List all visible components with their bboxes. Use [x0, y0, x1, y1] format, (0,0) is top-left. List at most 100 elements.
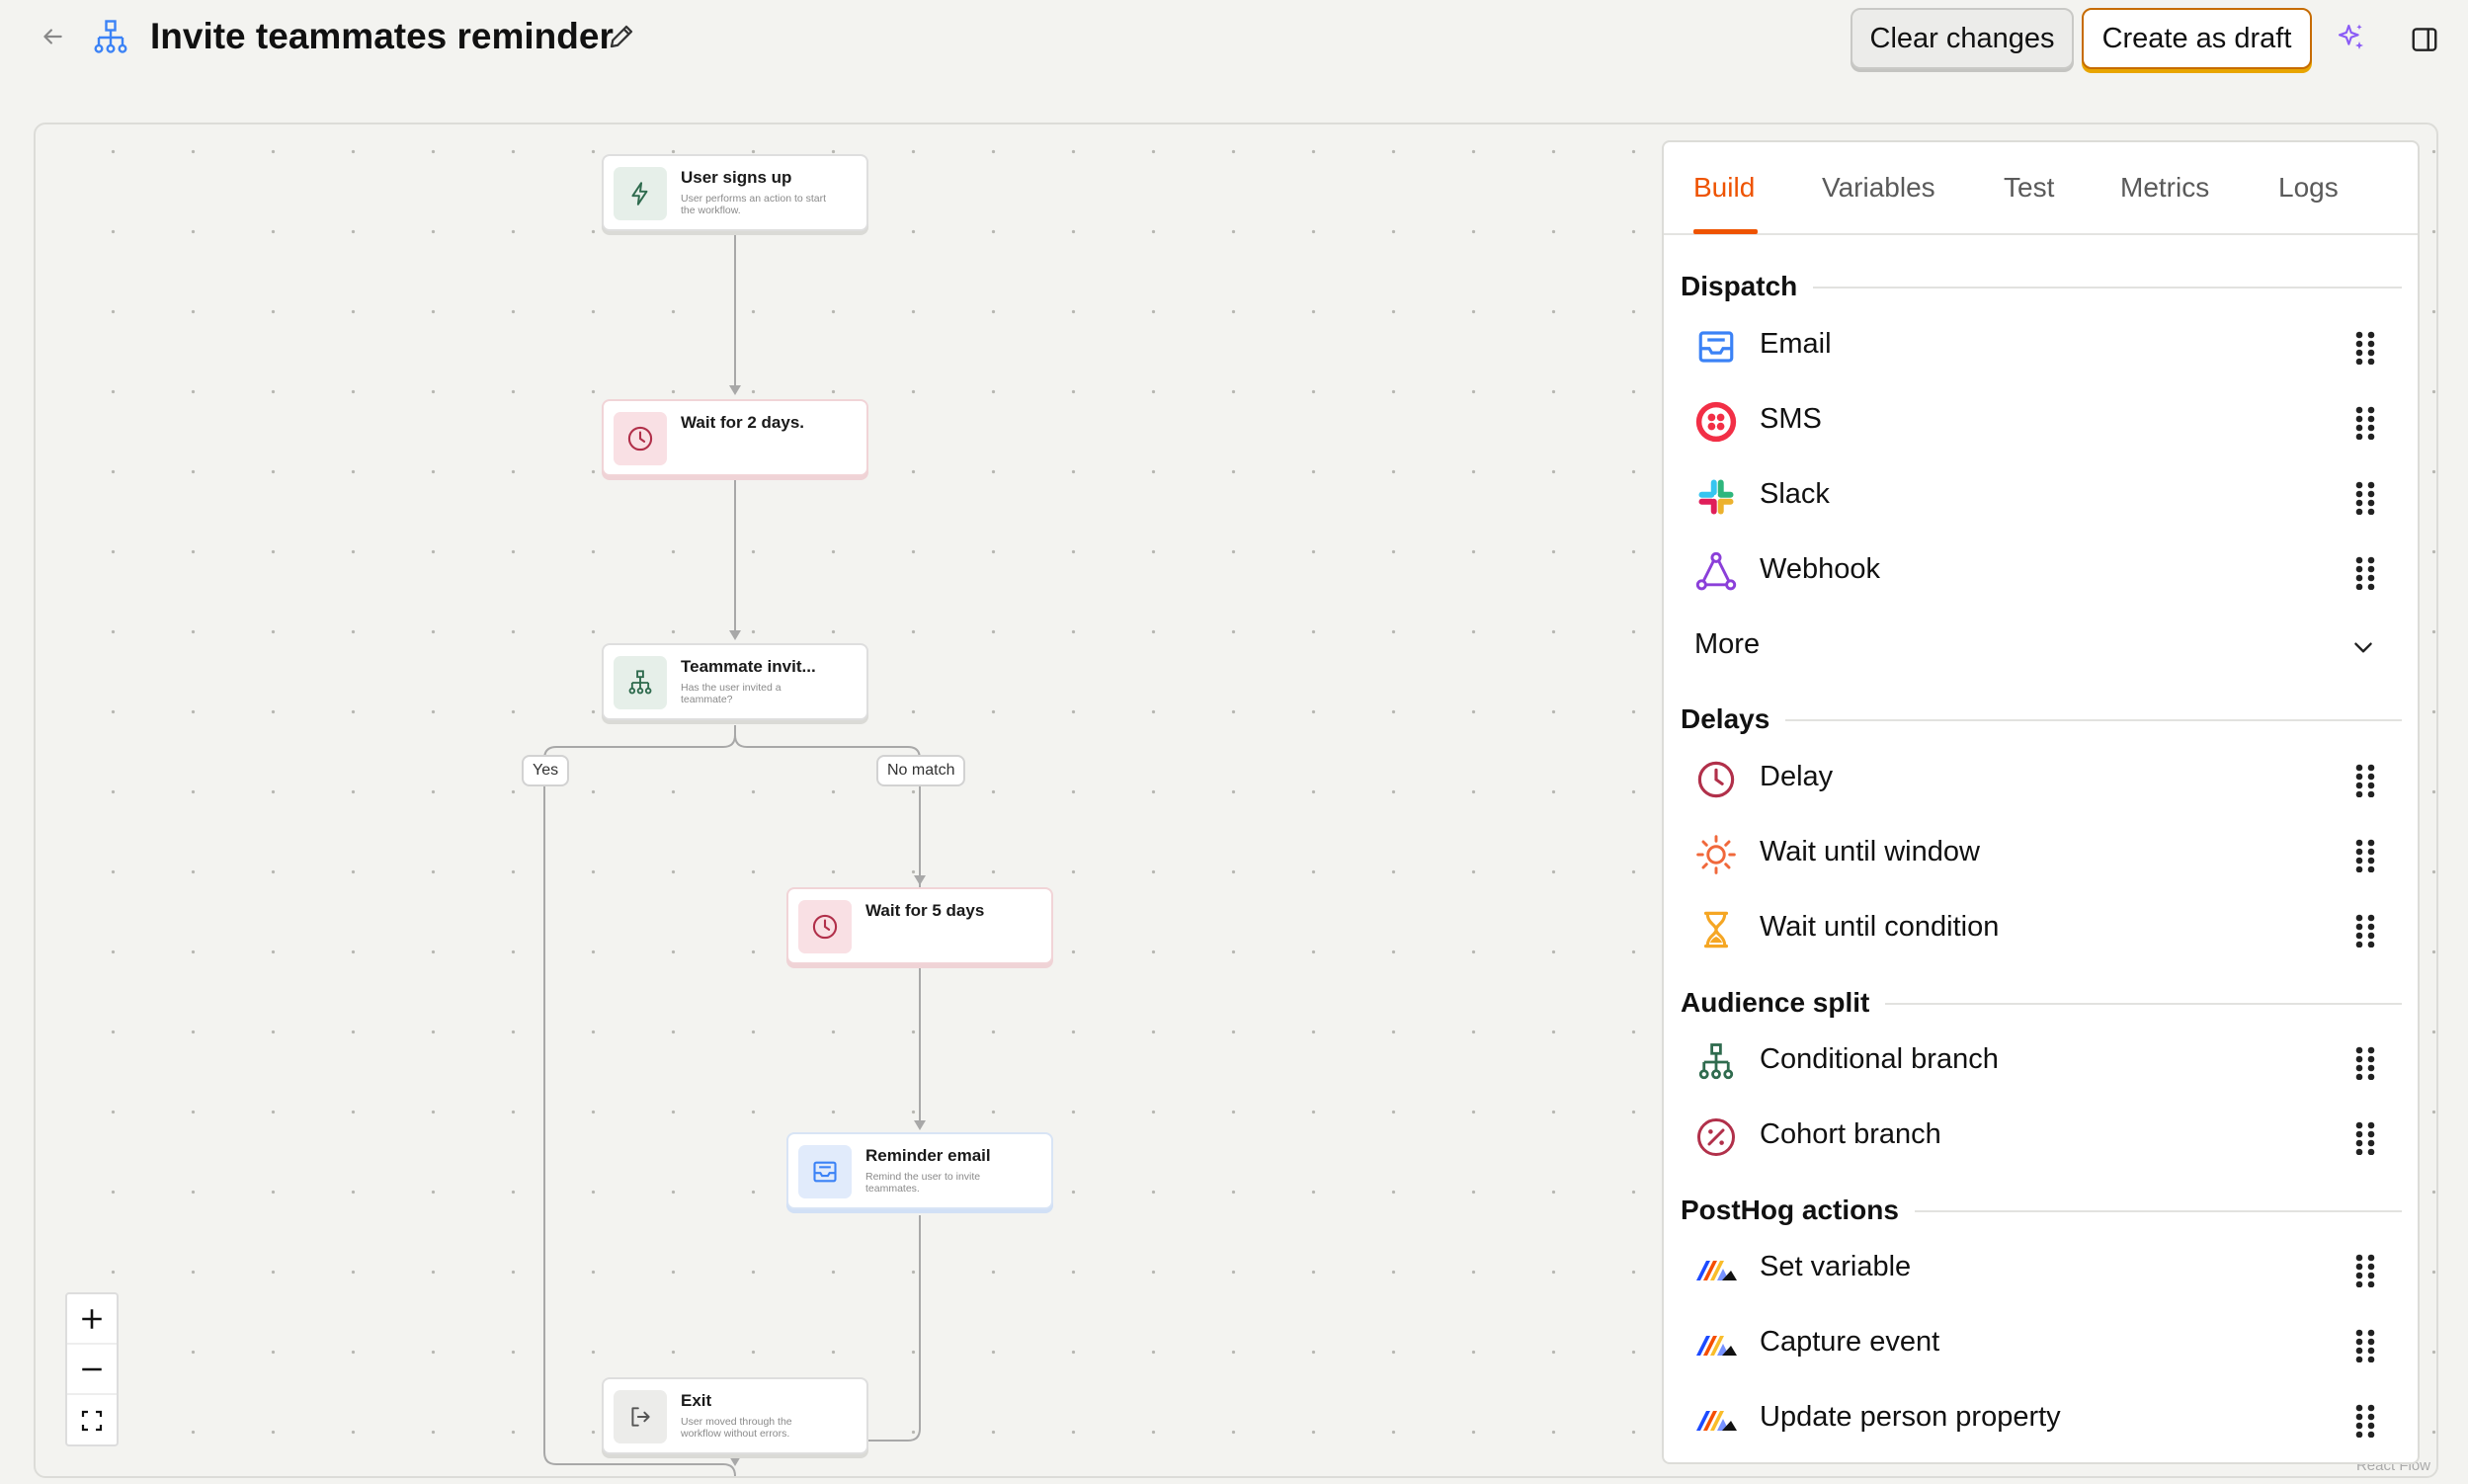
- slack-icon: [1694, 475, 1738, 519]
- drag-handle-icon[interactable]: [2354, 914, 2376, 948]
- zoom-controls: [65, 1292, 119, 1446]
- node-title: User signs up: [681, 168, 792, 187]
- tab-metrics[interactable]: Metrics: [2120, 172, 2210, 203]
- action-delay[interactable]: Delay: [1664, 742, 2418, 813]
- inbox-icon: [1694, 325, 1738, 369]
- action-label: Email: [1760, 328, 1832, 360]
- sun-icon: [1694, 833, 1738, 876]
- node-title: Wait for 5 days: [865, 901, 985, 920]
- action-label: Slack: [1760, 478, 1830, 510]
- percent-icon: [1694, 1115, 1738, 1159]
- action-label: Webhook: [1760, 553, 1880, 585]
- email-node[interactable]: Reminder email Remind the user to invite…: [786, 1132, 1053, 1209]
- more-dispatch-toggle[interactable]: More: [1664, 610, 2418, 681]
- lightning-icon: [614, 167, 667, 220]
- section-title: PostHog actions: [1681, 1195, 1915, 1226]
- workflow-icon: [93, 19, 128, 56]
- action-email[interactable]: Email: [1664, 309, 2418, 380]
- clock-icon: [614, 412, 667, 465]
- action-label: Capture event: [1760, 1326, 1940, 1358]
- section-posthog-actions: PostHog actions: [1681, 1195, 2402, 1228]
- pencil-icon[interactable]: [607, 22, 636, 51]
- page-title: Invite teammates reminder: [150, 16, 614, 56]
- node-description: User performs an action to start the wor…: [681, 193, 827, 216]
- arrowhead: [729, 385, 741, 395]
- back-arrow-icon[interactable]: [36, 20, 69, 53]
- wait-node[interactable]: Wait for 5 days: [786, 887, 1053, 964]
- conditional-branch-node[interactable]: Teammate invit... Has the user invited a…: [602, 643, 868, 720]
- arrowhead: [729, 1456, 741, 1466]
- exit-node[interactable]: Exit User moved through the workflow wit…: [602, 1377, 868, 1454]
- action-label: Set variable: [1760, 1251, 1912, 1282]
- action-conditional-branch[interactable]: Conditional branch: [1664, 1025, 2418, 1096]
- node-title: Reminder email: [865, 1146, 991, 1165]
- wait-node[interactable]: Wait for 2 days.: [602, 399, 868, 476]
- arrowhead: [729, 630, 741, 640]
- clock-icon: [798, 900, 852, 953]
- posthog-logo-icon: [1694, 1398, 1738, 1442]
- node-description: Remind the user to invite teammates.: [865, 1171, 981, 1195]
- drag-handle-icon[interactable]: [2354, 556, 2376, 590]
- drag-handle-icon[interactable]: [2354, 1254, 2376, 1287]
- action-webhook[interactable]: Webhook: [1664, 535, 2418, 606]
- exit-icon: [614, 1390, 667, 1443]
- clear-changes-button[interactable]: Clear changes: [1851, 8, 2074, 69]
- posthog-logo-icon: [1694, 1248, 1738, 1291]
- action-slack[interactable]: Slack: [1664, 459, 2418, 531]
- action-label: Cohort branch: [1760, 1118, 1941, 1150]
- tab-test[interactable]: Test: [2004, 172, 2055, 203]
- drag-handle-icon[interactable]: [2354, 1404, 2376, 1438]
- twilio-icon: [1694, 400, 1738, 444]
- sparkle-icon[interactable]: [2336, 22, 2367, 53]
- action-capture-event[interactable]: Capture event: [1664, 1307, 2418, 1378]
- drag-handle-icon[interactable]: [2354, 764, 2376, 797]
- trigger-node[interactable]: User signs up User performs an action to…: [602, 154, 868, 231]
- arrowhead: [914, 1120, 926, 1130]
- section-title: Dispatch: [1681, 271, 1814, 302]
- edge-label-no-match[interactable]: No match: [876, 755, 966, 786]
- panel-tabs: Build Variables Test Metrics Logs: [1664, 142, 2418, 235]
- more-label: More: [1694, 628, 1761, 660]
- action-label: Update person property: [1760, 1401, 2061, 1433]
- section-delays: Delays: [1681, 703, 2402, 737]
- drag-handle-icon[interactable]: [2354, 839, 2376, 872]
- action-wait-until-condition[interactable]: Wait until condition: [1664, 892, 2418, 963]
- section-audience-split: Audience split: [1681, 987, 2402, 1021]
- action-label: Wait until condition: [1760, 911, 2000, 943]
- drag-handle-icon[interactable]: [2354, 406, 2376, 440]
- action-cohort-branch[interactable]: Cohort branch: [1664, 1100, 2418, 1171]
- drag-handle-icon[interactable]: [2354, 1121, 2376, 1155]
- arrowhead: [914, 875, 926, 885]
- drag-handle-icon[interactable]: [2354, 1329, 2376, 1362]
- panel-toggle-icon[interactable]: [2410, 25, 2439, 54]
- posthog-logo-icon: [1694, 1323, 1738, 1366]
- tab-variables[interactable]: Variables: [1822, 172, 1935, 203]
- clock-icon: [1694, 758, 1738, 801]
- action-label: SMS: [1760, 403, 1822, 435]
- zoom-out-icon[interactable]: [67, 1345, 117, 1395]
- action-sms[interactable]: SMS: [1664, 384, 2418, 455]
- drag-handle-icon[interactable]: [2354, 1046, 2376, 1080]
- create-as-draft-button[interactable]: Create as draft: [2082, 8, 2312, 69]
- top-header: Invite teammates reminder Clear changes …: [0, 0, 2468, 109]
- tab-build[interactable]: Build: [1693, 172, 1756, 203]
- branch-icon: [1694, 1040, 1738, 1084]
- node-title: Exit: [681, 1391, 712, 1410]
- zoom-in-icon[interactable]: [67, 1294, 117, 1345]
- node-title: Wait for 2 days.: [681, 413, 805, 432]
- action-update-person-property[interactable]: Update person property: [1664, 1382, 2418, 1453]
- drag-handle-icon[interactable]: [2354, 481, 2376, 515]
- edge-label-yes[interactable]: Yes: [522, 755, 570, 786]
- webhook-icon: [1694, 550, 1738, 594]
- node-description: User moved through the workflow without …: [681, 1416, 792, 1440]
- drag-handle-icon[interactable]: [2354, 331, 2376, 365]
- section-title: Audience split: [1681, 987, 1886, 1019]
- action-set-variable[interactable]: Set variable: [1664, 1232, 2418, 1303]
- fit-view-icon[interactable]: [67, 1395, 117, 1445]
- action-label: Delay: [1760, 761, 1834, 792]
- chevron-down-icon: [2354, 642, 2372, 653]
- hourglass-icon: [1694, 908, 1738, 951]
- action-wait-until-window[interactable]: Wait until window: [1664, 817, 2418, 888]
- tab-logs[interactable]: Logs: [2278, 172, 2339, 203]
- node-description: Has the user invited a teammate?: [681, 682, 782, 705]
